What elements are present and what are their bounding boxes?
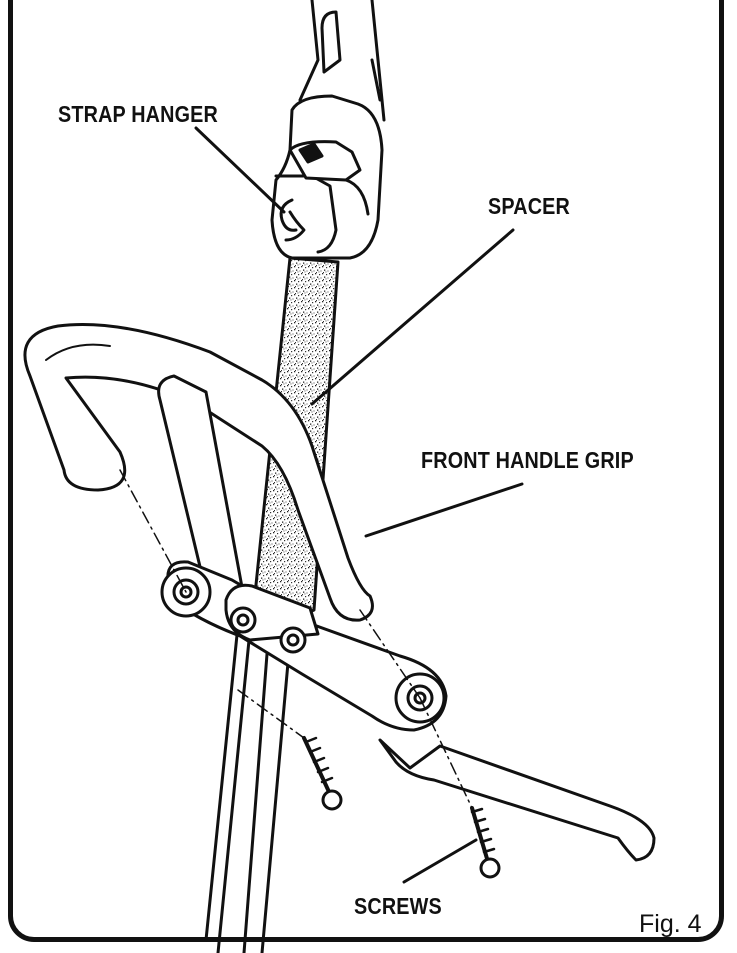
screw-right xyxy=(470,806,501,879)
figure-label: Fig. 4 xyxy=(639,910,702,938)
handle-clamp-bracket xyxy=(157,374,656,862)
label-spacer: SPACER xyxy=(488,193,571,219)
screw-left xyxy=(302,736,343,811)
strap-hanger-housing xyxy=(270,94,384,260)
front-handle-grip xyxy=(23,323,374,622)
figure-frame xyxy=(8,0,724,942)
label-screws: SCREWS xyxy=(354,893,442,919)
bolt-mid-a xyxy=(229,606,257,634)
lower-shaft xyxy=(204,608,294,953)
leader-lines xyxy=(194,126,524,884)
bolt-mid-b xyxy=(279,626,307,654)
label-strap-hanger: STRAP HANGER xyxy=(58,101,218,127)
label-front-handle-grip: FRONT HANDLE GRIP xyxy=(421,447,634,473)
alignment-lines xyxy=(119,469,473,809)
upper-shaft xyxy=(298,0,386,122)
